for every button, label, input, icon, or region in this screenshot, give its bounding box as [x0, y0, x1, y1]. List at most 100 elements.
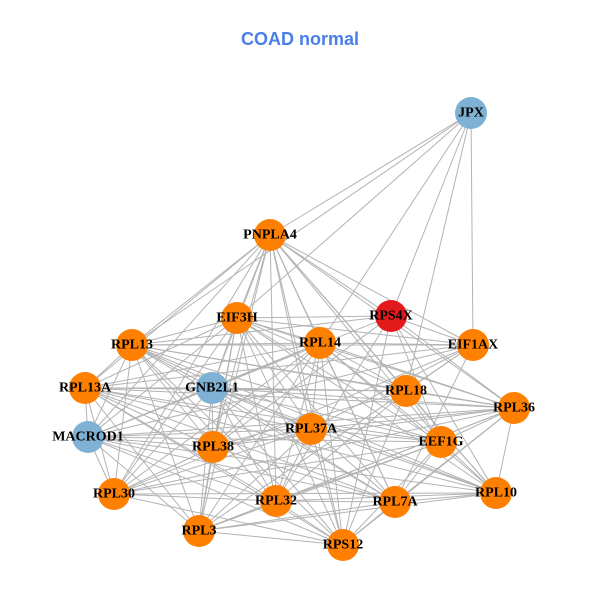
node-label: RPL13A: [59, 381, 112, 396]
edge-RPS4X-RPL13: [131, 315, 392, 346]
node-circle[interactable]: [72, 421, 104, 453]
edge-RPL36-RPL30: [113, 407, 515, 495]
node-eif3h[interactable]: EIF3H: [216, 302, 258, 334]
node-circle[interactable]: [98, 478, 130, 510]
edge-RPL14-RPL13A: [84, 342, 321, 389]
edge-JPX-RPS4X: [390, 112, 472, 317]
node-rps12[interactable]: RPS12: [323, 529, 363, 561]
node-rpl18[interactable]: RPL18: [385, 375, 427, 407]
node-circle[interactable]: [221, 302, 253, 334]
node-label: RPS4X: [369, 309, 413, 324]
edge-RPL38-RPL37A: [212, 428, 312, 448]
node-macrod1[interactable]: MACROD1: [52, 421, 124, 453]
edge-MACROD1-RPL10: [87, 436, 497, 494]
edge-RPL14-RPL30: [113, 342, 321, 495]
edge-EIF3H-RPL13A: [84, 317, 238, 389]
edge-EIF3H-EIF1AX: [236, 317, 474, 346]
node-rpl37a[interactable]: RPL37A: [285, 413, 338, 445]
node-label: EIF1AX: [448, 338, 499, 353]
edge-PNPLA4-RPL13A: [84, 234, 271, 389]
node-jpx[interactable]: JPX: [455, 97, 487, 129]
edge-RPL14-RPL38: [212, 342, 321, 448]
node-circle[interactable]: [295, 413, 327, 445]
node-rpl13[interactable]: RPL13: [111, 329, 153, 361]
node-circle[interactable]: [457, 329, 489, 361]
node-label: EIF3H: [216, 311, 257, 326]
edge-RPL37A-EEF1G: [310, 428, 442, 443]
edge-EIF3H-RPL13: [131, 317, 238, 346]
edge-PNPLA4-RPL13: [131, 234, 271, 346]
edge-RPL30-RPL32: [113, 493, 277, 502]
edge-RPL13A-RPS12: [84, 387, 344, 546]
edge-RPL13A-EEF1G: [84, 387, 442, 443]
edge-RPL30-RPL10: [113, 492, 497, 495]
edge-JPX-EIF3H: [236, 112, 472, 319]
node-circle[interactable]: [498, 392, 530, 424]
node-circle[interactable]: [254, 219, 286, 251]
node-circle[interactable]: [375, 300, 407, 332]
edge-RPL14-EIF1AX: [319, 342, 474, 346]
edge-RPL14-RPL10: [319, 342, 497, 494]
node-rpl10[interactable]: RPL10: [475, 477, 517, 509]
edge-GNB2L1-RPL37A: [211, 387, 312, 430]
node-rps4x[interactable]: RPS4X: [369, 300, 413, 332]
node-rpl32[interactable]: RPL32: [255, 485, 297, 517]
node-eif1ax[interactable]: EIF1AX: [448, 329, 499, 361]
node-label: RPL10: [475, 486, 517, 501]
node-rpl36[interactable]: RPL36: [493, 392, 535, 424]
edge-MACROD1-EEF1G: [87, 436, 442, 443]
node-circle[interactable]: [425, 426, 457, 458]
node-gnb2l1[interactable]: GNB2L1: [185, 372, 239, 404]
edge-PNPLA4-EIF1AX: [269, 234, 474, 346]
edge-RPL13-EEF1G: [131, 344, 442, 443]
edge-RPL36-RPL37A: [310, 407, 515, 430]
node-circle[interactable]: [196, 372, 228, 404]
node-circle[interactable]: [390, 375, 422, 407]
edge-RPL32-RPL7A: [275, 500, 396, 503]
edge-EIF3H-RPL10: [236, 317, 497, 494]
node-rpl38[interactable]: RPL38: [192, 431, 234, 463]
node-rpl3[interactable]: RPL3: [182, 515, 217, 547]
edge-RPL37A-RPL10: [310, 428, 497, 494]
edge-RPS4X-RPL36: [390, 315, 515, 409]
node-rpl13a[interactable]: RPL13A: [59, 372, 112, 404]
edge-MACROD1-RPL7A: [87, 436, 396, 503]
node-circle[interactable]: [260, 485, 292, 517]
edge-MACROD1-RPL38: [87, 436, 214, 448]
node-rpl30[interactable]: RPL30: [93, 478, 135, 510]
edge-RPL13-RPS12: [131, 344, 344, 546]
edge-RPL13-RPL7A: [131, 344, 396, 503]
edge-RPL13A-RPL37A: [84, 387, 312, 430]
node-label: JPX: [458, 106, 484, 121]
edge-RPL7A-RPL10: [394, 492, 497, 503]
node-circle[interactable]: [197, 431, 229, 463]
node-label: MACROD1: [52, 430, 124, 445]
node-label: RPL14: [299, 336, 341, 351]
node-label: RPL32: [255, 494, 297, 509]
node-circle[interactable]: [455, 97, 487, 129]
edge-RPL3-RPS12: [198, 530, 344, 546]
node-rpl14[interactable]: RPL14: [299, 327, 341, 359]
node-circle[interactable]: [327, 529, 359, 561]
node-eef1g[interactable]: EEF1G: [418, 426, 464, 458]
node-circle[interactable]: [69, 372, 101, 404]
node-circle[interactable]: [379, 486, 411, 518]
edge-JPX-PNPLA4: [269, 112, 472, 236]
node-pnpla4[interactable]: PNPLA4: [243, 219, 297, 251]
node-rpl7a[interactable]: RPL7A: [372, 486, 418, 518]
edge-EIF3H-RPL30: [113, 317, 238, 495]
chart-title: COAD normal: [240, 29, 359, 49]
node-circle[interactable]: [183, 515, 215, 547]
node-circle[interactable]: [304, 327, 336, 359]
edge-RPL7A-RPL3: [198, 501, 396, 532]
node-circle[interactable]: [480, 477, 512, 509]
edge-JPX-RPL13: [131, 112, 472, 346]
edge-EIF1AX-RPL7A: [394, 344, 474, 503]
node-label: RPL13: [111, 338, 153, 353]
node-circle[interactable]: [116, 329, 148, 361]
edge-RPL37A-RPS12: [310, 428, 344, 546]
edge-EEF1G-RPL3: [198, 441, 442, 532]
node-label: GNB2L1: [185, 381, 239, 396]
